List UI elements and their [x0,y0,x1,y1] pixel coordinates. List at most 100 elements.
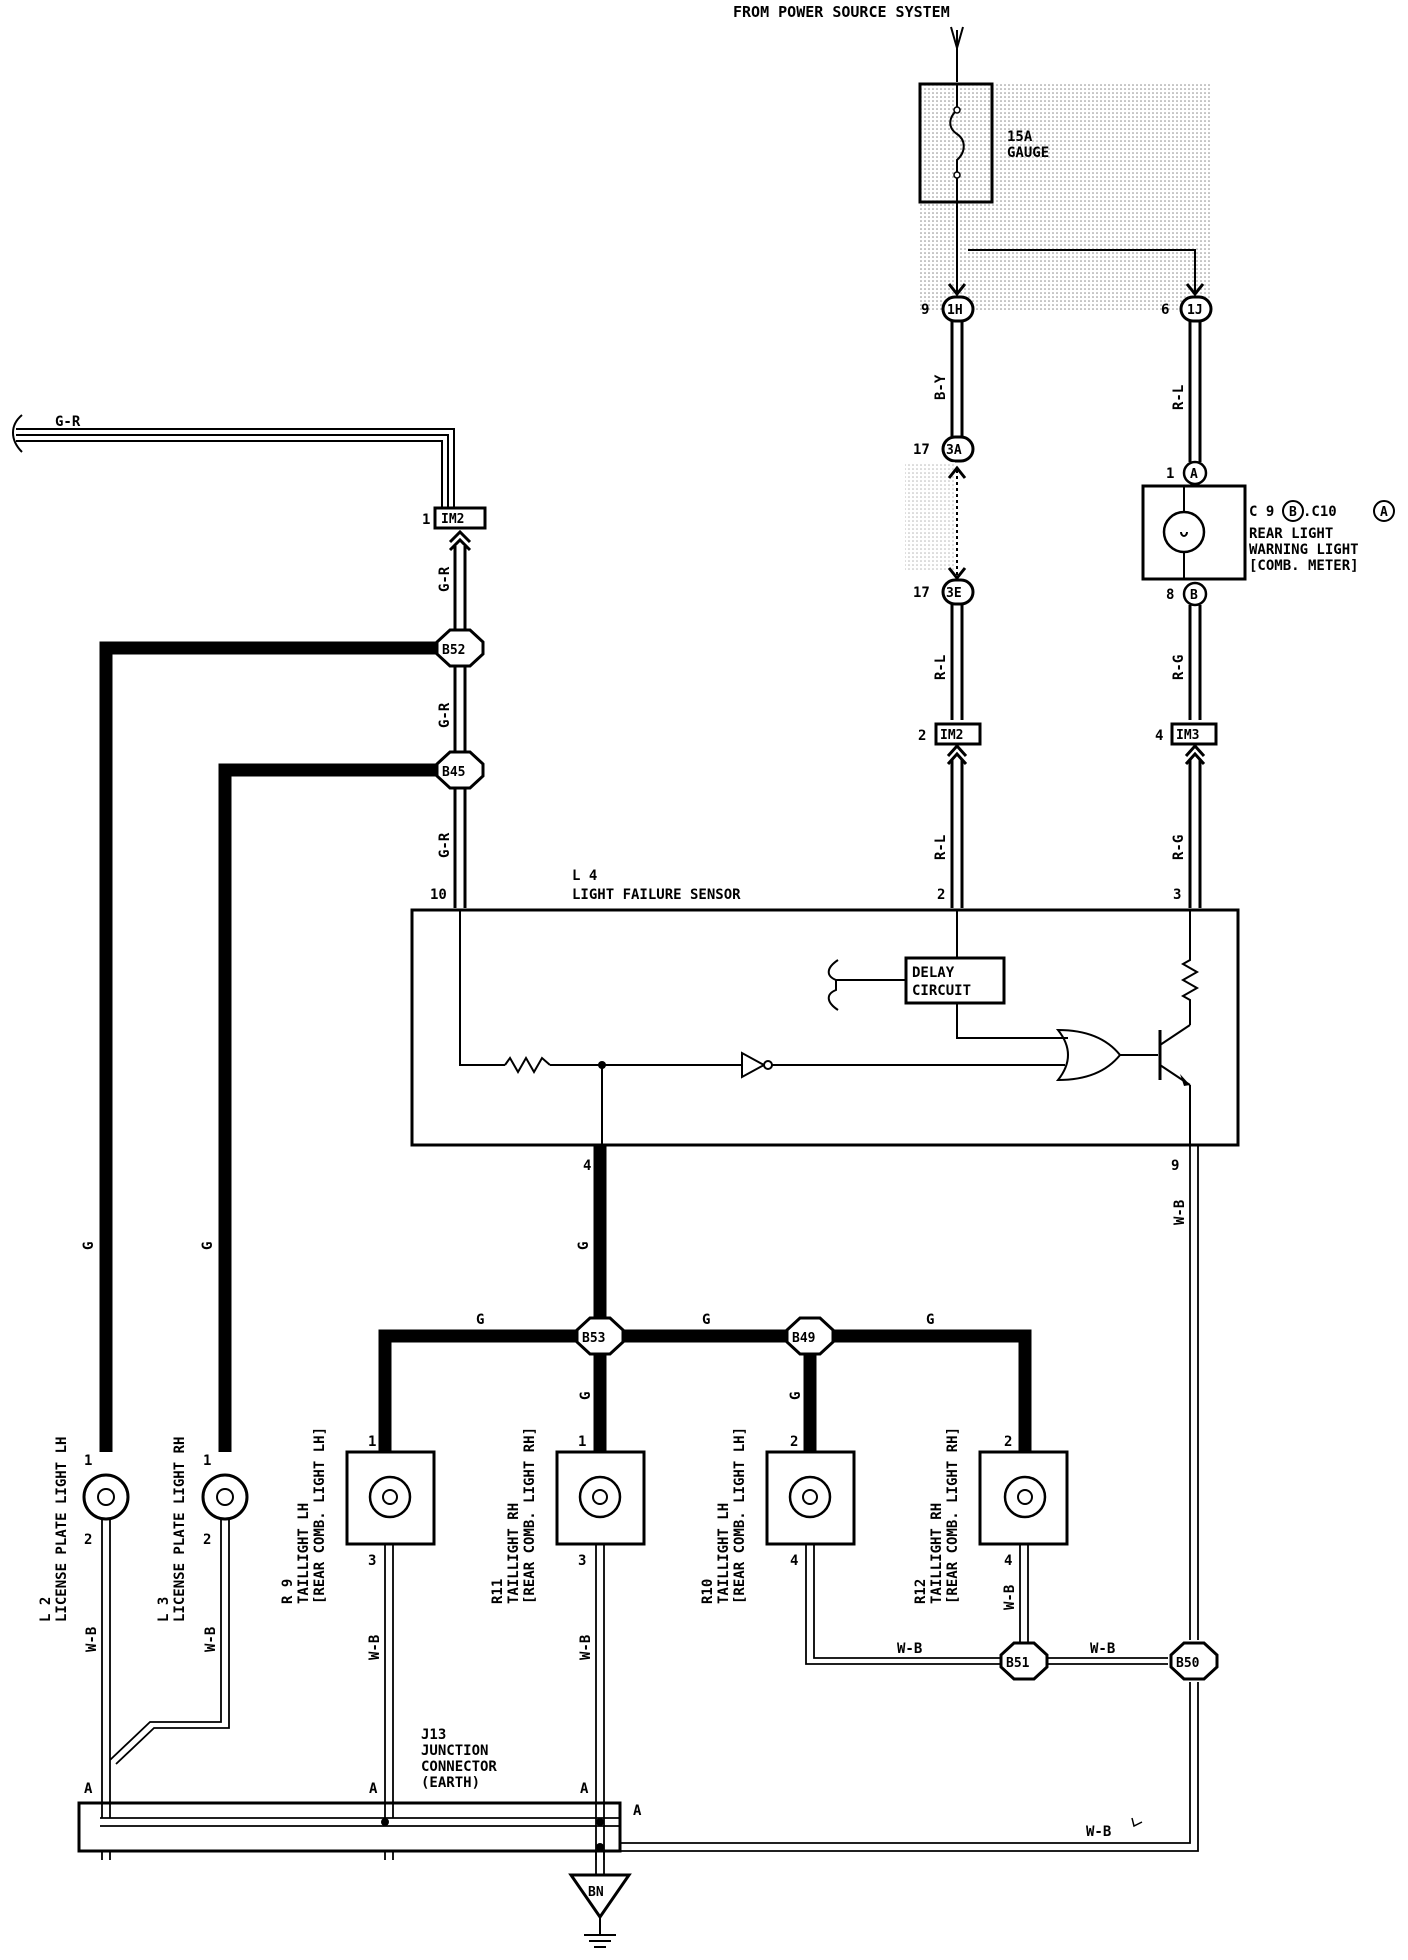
lamp-L2 [82,1473,130,1521]
splice-B45 [435,750,485,790]
ground-BN [568,1873,632,1920]
fuse-rating: 15A [1007,129,1033,145]
lamp-R10-name2: [REAR COMB. LIGHT LH] [732,1427,748,1604]
wire-label-W-B-L2: W-B [84,1627,100,1652]
wire-label-G-bus-2: G [702,1312,710,1328]
splice-B51 [999,1641,1049,1681]
warning-code-c10-letter: A [1380,505,1388,520]
wire-G-to-L3 [218,763,452,1452]
lamp-R10-name1: TAILLIGHT LH [716,1503,732,1604]
connector-1J-id: 1J [1187,303,1203,318]
connector-IM3-id: IM3 [1176,728,1199,743]
bulb-icon [592,1489,608,1505]
wire-label-G-sensor: G [576,1242,592,1250]
warning-line1: REAR LIGHT [1249,526,1333,542]
lamp-R10 [765,1450,856,1546]
wire-label-W-B-R9: W-B [367,1635,383,1660]
wire-label-R-G-1: R-G [1171,655,1187,680]
bulb-icon [97,1488,115,1506]
connector-IM3-pin: 4 [1155,728,1163,744]
lamp-R12-name1: TAILLIGHT RH [929,1503,945,1604]
warning-line3: [COMB. METER] [1249,558,1359,574]
wire-label-W-B-R11: W-B [578,1635,594,1660]
power-source-label: FROM POWER SOURCE SYSTEM [733,3,950,21]
connector-3E [941,578,975,606]
wire-G-bus [378,1329,1032,1452]
lamp-R9-name1: TAILLIGHT LH [296,1503,312,1604]
connector-1H-pin: 9 [921,302,929,318]
warning-code-c9: C 9 [1249,504,1274,520]
splice-B49-label: B49 [792,1331,815,1346]
warning-pinA-letter: A [1190,467,1198,482]
connector-3E-id: 3E [946,586,962,601]
splice-B49 [785,1316,835,1356]
warning-code-c10: .C10 [1303,504,1337,520]
ground-label: BN [588,1885,604,1900]
lamp-R12-name2: [REAR COMB. LIGHT RH] [945,1427,961,1604]
lamp-R9-code: R 9 [280,1579,296,1604]
lamp-L2-pin-bot: 2 [84,1532,92,1548]
lamp-R10-code: R10 [700,1579,716,1604]
connector-3A-id: 3A [946,443,962,458]
wire-G-R [16,428,455,510]
wire-R-L-to-sensor [950,760,964,908]
wire-label-G-L2: G [81,1242,97,1250]
splice-B52-label: B52 [442,643,465,658]
lamp-R10-pin-bot: 4 [790,1553,798,1569]
bulb-icon [216,1488,234,1506]
wire-label-G-R10: G [788,1392,804,1400]
lamp-R11-pin-top: 1 [578,1434,586,1450]
connector-1J-pin: 6 [1161,302,1169,318]
wire-label-G-L3: G [200,1242,216,1250]
connector-shade [905,462,955,572]
wire-R-G [1188,605,1202,908]
wire-label-B-Y: B-Y [933,374,949,400]
connector-IM2-pin2-pin: 2 [918,728,926,744]
lamp-R9-pin-top: 1 [368,1434,376,1450]
wire-label-W-B-B51-B50: W-B [1090,1641,1115,1657]
junction-line1: JUNCTION [421,1743,488,1759]
warning-pinB: 8 [1166,587,1174,603]
connector-IM3 [1170,722,1218,746]
junction-pin-A3: A [580,1781,589,1797]
junction-line3: (EARTH) [421,1775,480,1791]
wire-label-G-R-3: G-R [437,832,453,858]
splice-B53 [575,1316,625,1356]
splice-B53-label: B53 [582,1331,605,1346]
connector-3A [941,435,975,463]
connector-3E-pin: 17 [913,585,930,601]
lamp-L3-pin-top: 1 [203,1453,211,1469]
junction-pin-A2: A [369,1781,378,1797]
wire-label-W-B-junction: W-B [1086,1824,1111,1840]
connector-1H-id: 1H [947,303,963,318]
warning-pinA: 1 [1166,466,1174,482]
wire-label-G-R11: G [578,1392,594,1400]
lamp-L2-code: L 2 [38,1597,54,1622]
wire-label-G-bus-1: G [476,1312,484,1328]
wire-label-W-B-R12: W-B [1002,1585,1018,1610]
lamp-R12-pin-top: 2 [1004,1434,1012,1450]
splice-B50 [1169,1641,1219,1681]
wire-G-R-vertical [453,546,467,908]
junction-connector-J13 [77,1801,622,1853]
wire-label-W-B-L3: W-B [203,1627,219,1652]
connector-3A-pin: 17 [913,442,930,458]
lamp-R11-code: R11 [490,1579,506,1604]
sensor-name: LIGHT FAILURE SENSOR [572,887,741,903]
fuse-element [949,84,965,202]
wire-label-G-R-top: G-R [55,414,81,430]
lamp-L3-code: L 3 [156,1597,172,1622]
wire-label-R-L-1: R-L [933,655,949,680]
warning-pinB-letter: B [1190,588,1198,603]
wire-R-L-lower [950,604,964,720]
bulb-icon [802,1489,818,1505]
wire-G-to-L2 [99,641,452,1452]
resistor-icon [504,1055,551,1075]
connector-IM2-pin1-id: IM2 [441,512,464,527]
lamp-L3-name: LICENSE PLATE LIGHT RH [172,1437,188,1622]
splice-B45-label: B45 [442,765,465,780]
junction-line2: CONNECTOR [421,1759,497,1775]
wire-label-G-R-1: G-R [437,566,453,592]
splice-B51-label: B51 [1006,1656,1030,1671]
